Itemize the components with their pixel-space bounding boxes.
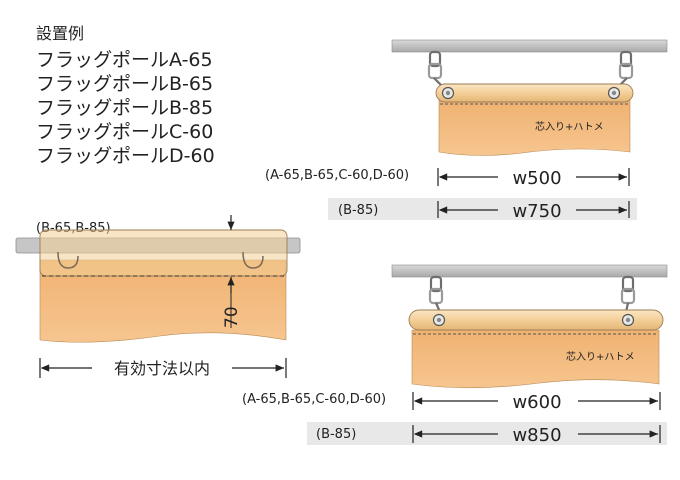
top-row2-models: (B-85) [338,203,378,218]
bottom-row2-width: w850 [512,425,561,446]
top-row2-width: w750 [512,201,561,222]
heading: 設置例 [36,24,85,43]
bottom-banner [411,329,660,389]
left-hook-1 [57,251,79,269]
model-b65: フラッグポールB-65 [36,73,214,95]
bottom-chain-left [428,275,444,313]
top-row1-models: (A-65,B-65,C-60,D-60) [265,168,409,183]
bottom-row1-width: w600 [512,392,561,413]
top-banner [438,99,631,156]
bottom-row2-models: (B-85) [316,427,356,442]
left-hook-2 [242,251,264,269]
left-detail: (B-65,B-85) 70 有効寸法以内 [15,215,301,378]
bottom-banner-note: 芯入り+ハトメ [566,350,635,363]
left-banner [39,259,287,343]
top-row2-bg [328,198,637,220]
model-a65: フラッグポールA-65 [36,49,213,71]
model-d60: フラッグポールD-60 [36,145,215,167]
bottom-ceiling [391,264,668,278]
left-sleeve [39,229,288,277]
bottom-pole [408,309,664,331]
bottom-chain-right [620,275,636,313]
top-example: 芯入り+ハトメ (A-65,B-65,C-60,D-60) w500 (B-85… [265,39,668,222]
bottom-row1-models: (A-65,B-65,C-60,D-60) [242,392,386,407]
title-block: 設置例 フラッグポールA-65 フラッグポールB-65 フラッグポールB-85 … [36,22,215,168]
bottom-example: 芯入り+ハトメ (A-65,B-65,C-60,D-60) w600 (B-85… [242,264,668,446]
top-row1-width: w500 [512,168,561,189]
dimension-70: 70 [222,306,242,328]
model-b85: フラッグポールB-85 [36,97,214,119]
effective-width-label: 有効寸法以内 [114,359,210,378]
top-pole [435,83,634,103]
top-ceiling [391,39,668,53]
model-c60: フラッグポールC-60 [36,121,214,143]
top-banner-note: 芯入り+ハトメ [535,120,604,133]
